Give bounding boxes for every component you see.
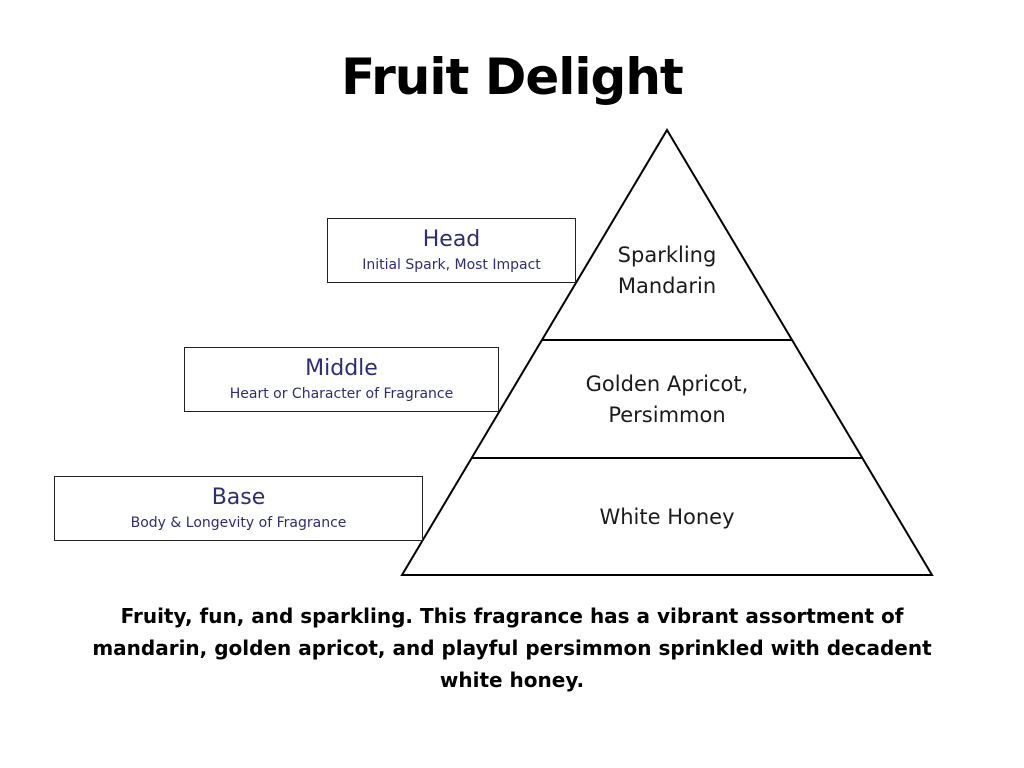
label-head: Head Initial Spark, Most Impact xyxy=(327,218,576,283)
pyramid-tier-head: Sparkling Mandarin xyxy=(547,240,787,302)
label-base-name: Base xyxy=(211,485,266,510)
label-middle-name: Middle xyxy=(305,356,378,381)
pyramid-outline xyxy=(400,128,934,576)
label-head-desc: Initial Spark, Most Impact xyxy=(362,257,541,273)
pyramid-tier-middle: Golden Apricot, Persimmon xyxy=(547,369,787,431)
label-middle-desc: Heart or Character of Fragrance xyxy=(229,386,454,402)
tier-base-line-1: White Honey xyxy=(599,505,735,529)
label-head-name: Head xyxy=(422,227,481,252)
label-base: Base Body & Longevity of Fragrance xyxy=(54,476,423,541)
label-base-desc: Body & Longevity of Fragrance xyxy=(130,515,347,531)
tier-head-line-1: Sparkling xyxy=(617,243,717,267)
pyramid-tier-base: White Honey xyxy=(547,502,787,533)
tier-head-line-2: Mandarin xyxy=(617,274,717,298)
fragrance-description: Fruity, fun, and sparkling. This fragran… xyxy=(92,604,932,692)
tier-middle-line-2: Persimmon xyxy=(608,403,726,427)
tier-middle-line-1: Golden Apricot, xyxy=(585,372,749,396)
page-title: Fruit Delight xyxy=(341,48,684,106)
label-middle: Middle Heart or Character of Fragrance xyxy=(184,347,499,412)
